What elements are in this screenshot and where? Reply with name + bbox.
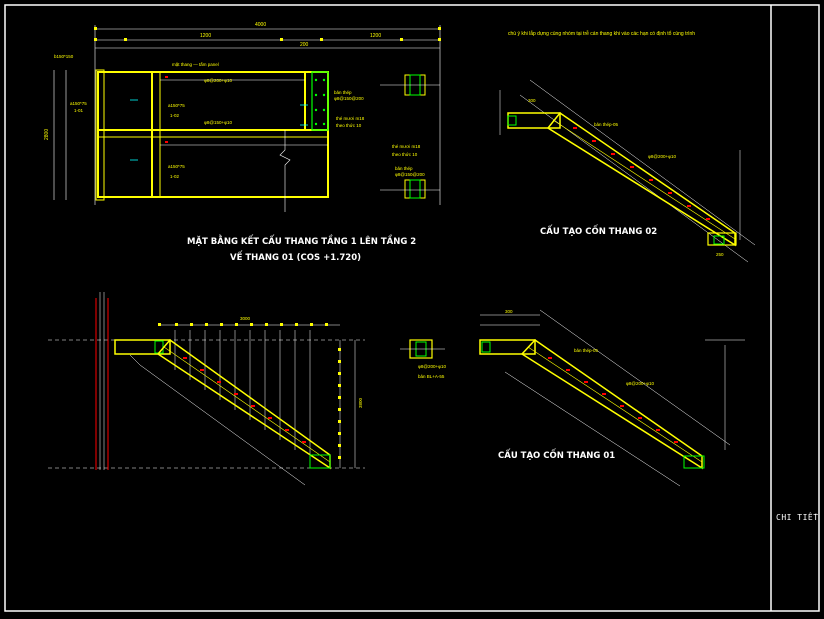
plan-rebar-a: φ8@200+φ10 (204, 78, 233, 83)
plan-title-line2: VẾ THANG 01 (COS +1.720) (230, 250, 361, 263)
plan-rebar-b: φ8@150+φ10 (204, 120, 233, 125)
plan-side-note-4: bản thép (395, 166, 413, 171)
detail-con-thang-01: φ8@200+φ10 bản BL+A-55 300 φ8@200+φ10 bả… (400, 309, 745, 487)
detail-01-title: CẤU TẠO CỐN THANG 01 (498, 448, 615, 461)
plan-side-note-1: bản thép (334, 90, 352, 95)
plan-beam-3b: 1-02 (170, 174, 180, 179)
plan-beam-3: a150*75 (168, 164, 185, 169)
c02-dim-bottom: 250 (716, 252, 724, 257)
plan-beam-2b: 1-02 (170, 113, 180, 118)
plan-title-line1: MẶT BẰNG KẾT CẤU THANG TẦNG 1 LÊN TẦNG 2 (187, 234, 416, 247)
c01-note: bản thép-05 (574, 348, 599, 353)
plan-side-note-2: thé mươi m18 (336, 116, 365, 121)
dim-plan-a: 1200 (200, 33, 211, 39)
detail-02-title: CẤU TẠO CỐN THANG 02 (540, 224, 657, 237)
plan-side-note-1b: φ8@150@200 (334, 96, 364, 101)
dim-plan-c: 200 (300, 42, 309, 48)
dim-plan-left: 2800 (44, 129, 50, 140)
elevation-view: 3000 3800 (48, 292, 365, 486)
drawing-frame (4, 4, 820, 612)
plan-beam-2: a150*75 (168, 103, 185, 108)
plan-side-note-3: thé mươi m18 (392, 144, 421, 149)
c01-rebar: φ8@200+φ10 (626, 381, 655, 386)
plan-side-note-4b: φ8@150@200 (395, 172, 425, 177)
elev-dim-span: 3800 (358, 397, 363, 408)
plan-view: 4000 1200 1200 200 2800 (44, 22, 441, 212)
c01-left-note: φ8@200+φ10 (418, 364, 447, 369)
c02-rebar: φ8@200+φ10 (648, 154, 677, 159)
plan-corner-tag: b150*150 (54, 54, 74, 59)
c01-left-note-b: bản BL+A-55 (418, 374, 445, 379)
dim-plan-b: 1200 (370, 33, 381, 39)
elev-dim-top: 3000 (240, 316, 251, 321)
detail-con-thang-02: 300 φ8@200+φ10 bản thép-05 250 (499, 79, 756, 263)
plan-side-note-3b: theo thức 10 (392, 152, 418, 157)
plan-beam-1b: 1-01 (74, 108, 84, 113)
plan-side-note-2b: theo thức 10 (336, 123, 362, 128)
c02-dim-top: 300 (528, 98, 536, 103)
dim-plan-total: 4000 (255, 22, 266, 28)
c02-note: bản thép-05 (594, 122, 619, 127)
title-block-label: CHI TIẾT CỐ (776, 513, 824, 522)
plan-beam-1: a150*75 (70, 101, 87, 106)
plan-landing-note: mặt thang — tấm panel (172, 62, 219, 67)
top-note: chú ý khi lắp dựng cùng nhóm tại trễ cán… (508, 30, 695, 37)
c01-dim-top: 300 (505, 309, 513, 314)
